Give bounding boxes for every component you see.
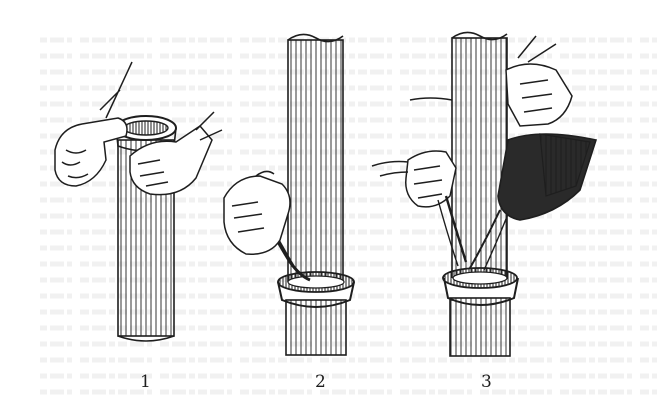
pouring-cone-icon <box>469 133 598 271</box>
hand-right-icon <box>129 111 223 196</box>
step-1-illustration <box>54 61 223 342</box>
hand-upper-icon <box>505 35 573 127</box>
step-2-illustration <box>223 33 355 356</box>
hand-left-icon <box>54 61 133 187</box>
step-3-illustration <box>371 31 598 357</box>
step-label-2: 2 <box>315 372 326 392</box>
step-label-1: 1 <box>140 372 151 392</box>
hand-packing-icon <box>223 170 291 255</box>
step-label-3: 3 <box>481 372 492 392</box>
pipe-2 <box>287 39 344 303</box>
pipe-3 <box>451 37 508 301</box>
hand-lower-icon <box>371 97 457 208</box>
